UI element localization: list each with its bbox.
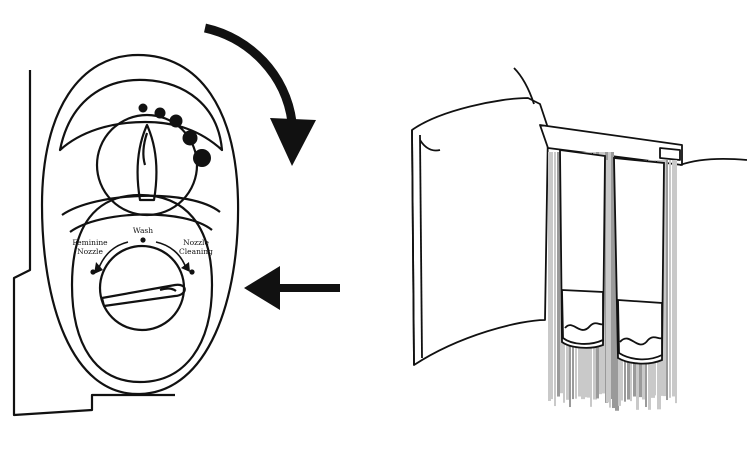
upper-arch [58, 78, 224, 152]
pressure-knob-pointer [136, 123, 158, 202]
left-arrow-icon [244, 266, 340, 310]
label-nozzle-right: Nozzle [183, 238, 209, 247]
water-stream [551, 152, 553, 400]
pressure-knob-pointer-inner [142, 132, 149, 166]
pressure-dot [138, 103, 148, 113]
nozzle-shield-edge [411, 129, 415, 366]
separator-curve [61, 194, 221, 216]
nozzle-illustration [411, 67, 747, 366]
label-cleaning: Cleaning [179, 247, 213, 256]
mode-dot-left [90, 269, 96, 275]
water-stream [669, 160, 671, 398]
nozzle-left-tip [561, 289, 604, 345]
nozzle-right-tip [617, 299, 663, 361]
nozzle-left-wave [564, 322, 604, 331]
pressure-dot [182, 130, 198, 146]
mode-dial-pointer [100, 283, 186, 308]
water-stream [675, 160, 677, 404]
mode-dot-top [140, 237, 146, 243]
label-wash: Wash [133, 226, 153, 235]
water-stream [606, 160, 609, 403]
nozzle-housing [539, 124, 683, 166]
seat-edge-line-right [679, 157, 747, 166]
nozzle-shield-lip [419, 139, 441, 152]
water-stream [672, 160, 675, 397]
dial-arc-right [155, 241, 187, 269]
nozzle-housing-clip [659, 147, 681, 161]
nozzle-shield [411, 97, 549, 366]
panel-outer-oval [40, 53, 240, 396]
water-stream [666, 160, 668, 401]
curved-arrow-icon [203, 23, 316, 166]
nozzle-right-wave [619, 336, 663, 346]
water-stream [609, 160, 611, 408]
dial-arc-left-head [94, 262, 103, 274]
mode-dot-right [189, 269, 195, 275]
water-stream [554, 152, 556, 407]
pressure-level-dots [138, 103, 211, 167]
label-feminine: Feminine [72, 238, 108, 247]
seat-edge-line [513, 67, 535, 105]
mode-dial-pointer-mark [159, 287, 177, 292]
pressure-dot [193, 149, 211, 167]
nozzle-bodies [559, 148, 665, 365]
pressure-dot [154, 107, 166, 119]
dial-arc-right-head [181, 262, 190, 272]
control-panel [12, 53, 240, 417]
water-stream [612, 160, 615, 409]
water-stream [548, 152, 551, 401]
pressure-dot [169, 114, 183, 128]
water-stream [663, 160, 666, 397]
label-nozzle-left: Nozzle [77, 247, 103, 256]
panel-inner-oval [70, 193, 214, 384]
nozzle-shield-inner-edge [419, 134, 423, 359]
water-stream [557, 152, 560, 397]
seat-outline [12, 70, 175, 417]
